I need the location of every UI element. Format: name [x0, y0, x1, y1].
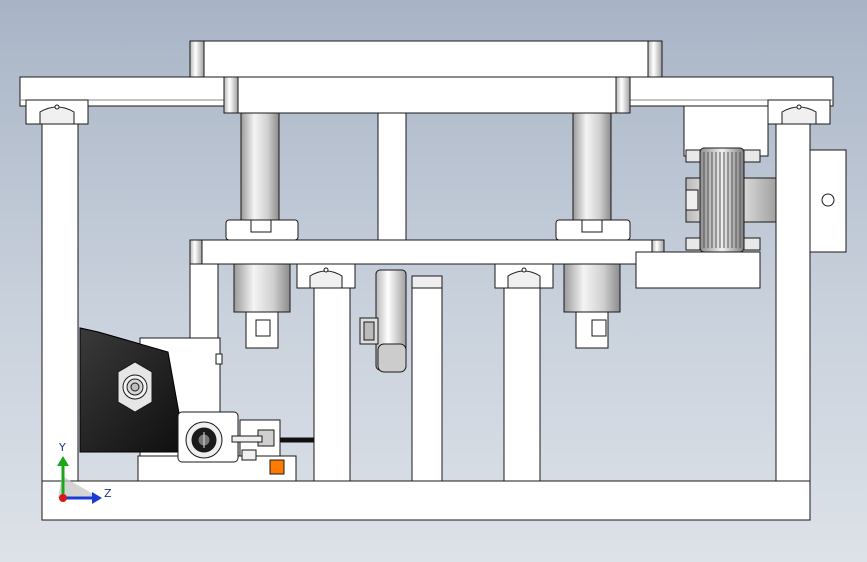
linear-block-mid-left [296, 263, 356, 289]
inner-column-left [313, 287, 351, 482]
cam-follower [359, 269, 407, 373]
lower-cylinder-right [563, 263, 621, 313]
lower-cylinder-left [233, 263, 291, 313]
proximity-sensor [231, 419, 314, 461]
guide-rod-left [240, 112, 280, 221]
center-post [377, 112, 407, 241]
right-column [775, 123, 811, 482]
triad-origin [59, 494, 67, 502]
middle-plate [189, 239, 665, 265]
adjust-knob [185, 421, 223, 459]
orange-indicator [269, 459, 285, 475]
linear-block-top-right [767, 99, 831, 125]
top-plate-lower [223, 76, 631, 114]
linear-block-mid-right [494, 263, 554, 289]
center-bracket [411, 275, 443, 482]
guide-rod-right [572, 112, 612, 221]
z-axis-label: Z [104, 487, 112, 500]
base-plate [41, 480, 811, 521]
inner-column-right [503, 287, 541, 482]
pulley-wheel [685, 147, 761, 253]
top-plate-upper [189, 40, 663, 78]
left-column [41, 123, 79, 482]
right-bracket-lower [635, 251, 761, 289]
hex-nut [117, 361, 153, 413]
coordinate-triad [57, 456, 102, 504]
y-axis-label: Y [59, 441, 66, 454]
linear-block-top-left [25, 99, 89, 125]
